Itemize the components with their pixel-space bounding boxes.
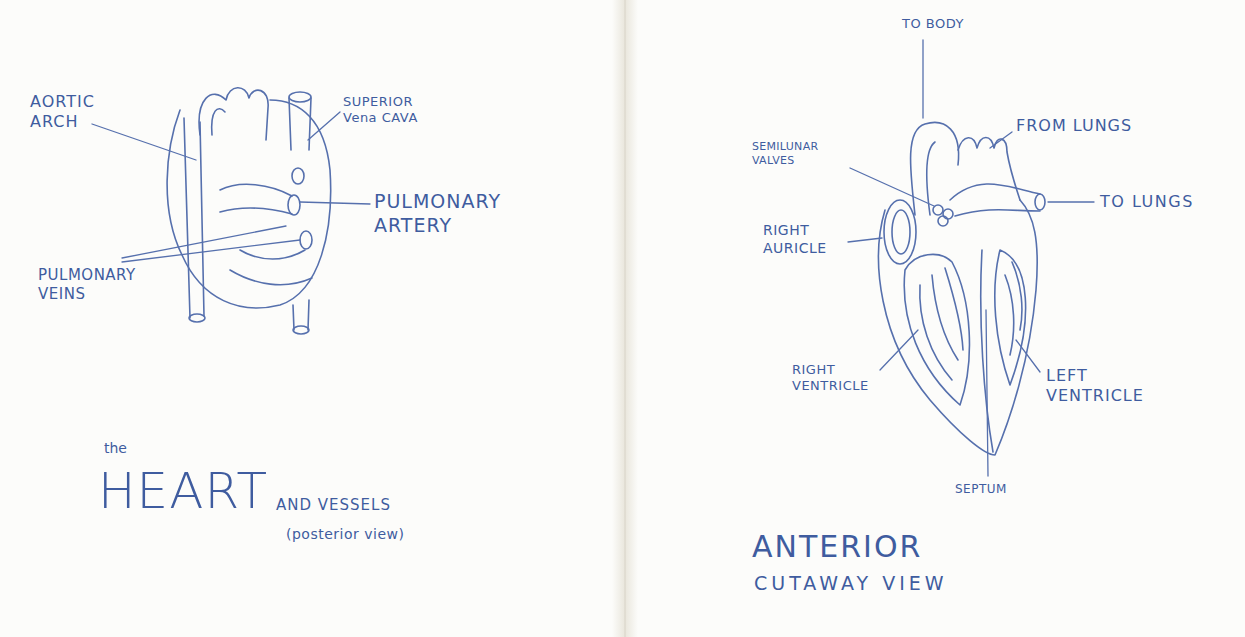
auricle — [884, 200, 916, 264]
vessel-end — [289, 92, 311, 102]
part-label: (posterior view) — [286, 526, 456, 544]
leader-line — [986, 310, 988, 476]
part-label: AORTIC ARCH — [30, 92, 112, 132]
leader-line — [92, 124, 196, 160]
page-fold — [612, 0, 638, 637]
part-label: TO BODY — [902, 16, 1002, 32]
pulmonary-artery — [220, 184, 292, 214]
valve — [933, 205, 943, 215]
posterior-heart — [167, 88, 331, 334]
vessel-end — [293, 326, 309, 334]
heart-groove — [230, 250, 312, 285]
vessel-end — [300, 231, 312, 249]
part-label: AND VESSELS — [276, 496, 426, 515]
muscle-fibres — [920, 268, 963, 380]
vena-cava — [289, 98, 311, 150]
leader-lines — [848, 40, 1094, 476]
page-fold — [625, 0, 626, 637]
part-label: RIGHT AURICLE — [763, 222, 853, 257]
leader-line — [880, 330, 918, 370]
leader-line — [850, 168, 934, 206]
part-label: RIGHT VENTRICLE — [792, 362, 890, 395]
part-label: SUPERIOR Vena CAVA — [343, 94, 443, 127]
pulmonary-artery — [950, 184, 1040, 216]
title-word: HEART — [98, 460, 298, 523]
descending-aorta — [184, 118, 204, 318]
leader-line — [990, 132, 1012, 148]
leader-line — [300, 202, 370, 204]
heart-outline — [167, 100, 331, 308]
part-label: PULMONARY ARTERY — [374, 190, 534, 238]
part-label: TO LUNGS — [1100, 192, 1230, 212]
vessel-end — [1035, 194, 1045, 210]
vessel-end — [292, 168, 304, 184]
ventricle — [995, 250, 1026, 385]
part-label: PULMONARY VEINS — [38, 266, 178, 304]
leader-line — [308, 112, 340, 140]
leader-line — [122, 240, 300, 262]
vessel-end — [288, 195, 300, 215]
muscle-fibres — [1005, 262, 1022, 355]
leader-lines — [92, 112, 370, 262]
part-label: CUTAWAY VIEW — [754, 572, 1034, 596]
part-label: SEMILUNAR VALVES — [752, 140, 842, 168]
part-label: SEPTUM — [955, 482, 1045, 497]
valve — [943, 209, 953, 219]
aorta — [911, 123, 959, 215]
leader-line — [1016, 340, 1040, 372]
aortic-arch — [199, 88, 268, 140]
part-label: FROM LUNGS — [1016, 116, 1176, 136]
leader-line — [922, 40, 923, 118]
valve — [938, 216, 948, 226]
vessel-end — [189, 314, 205, 322]
auricle — [892, 210, 910, 254]
ventricle — [904, 254, 969, 405]
vessel-detail — [212, 109, 225, 135]
anterior-heart — [879, 123, 1045, 455]
leader-line — [1048, 201, 1094, 202]
heart-outline — [879, 200, 1038, 455]
part-label: the — [104, 440, 164, 458]
pulmonary-vein — [958, 138, 1020, 201]
part-label: ANTERIOR — [752, 528, 1012, 566]
leader-line — [122, 226, 286, 258]
leader-line — [848, 238, 882, 242]
part-label: LEFT VENTRICLE — [1046, 366, 1171, 406]
